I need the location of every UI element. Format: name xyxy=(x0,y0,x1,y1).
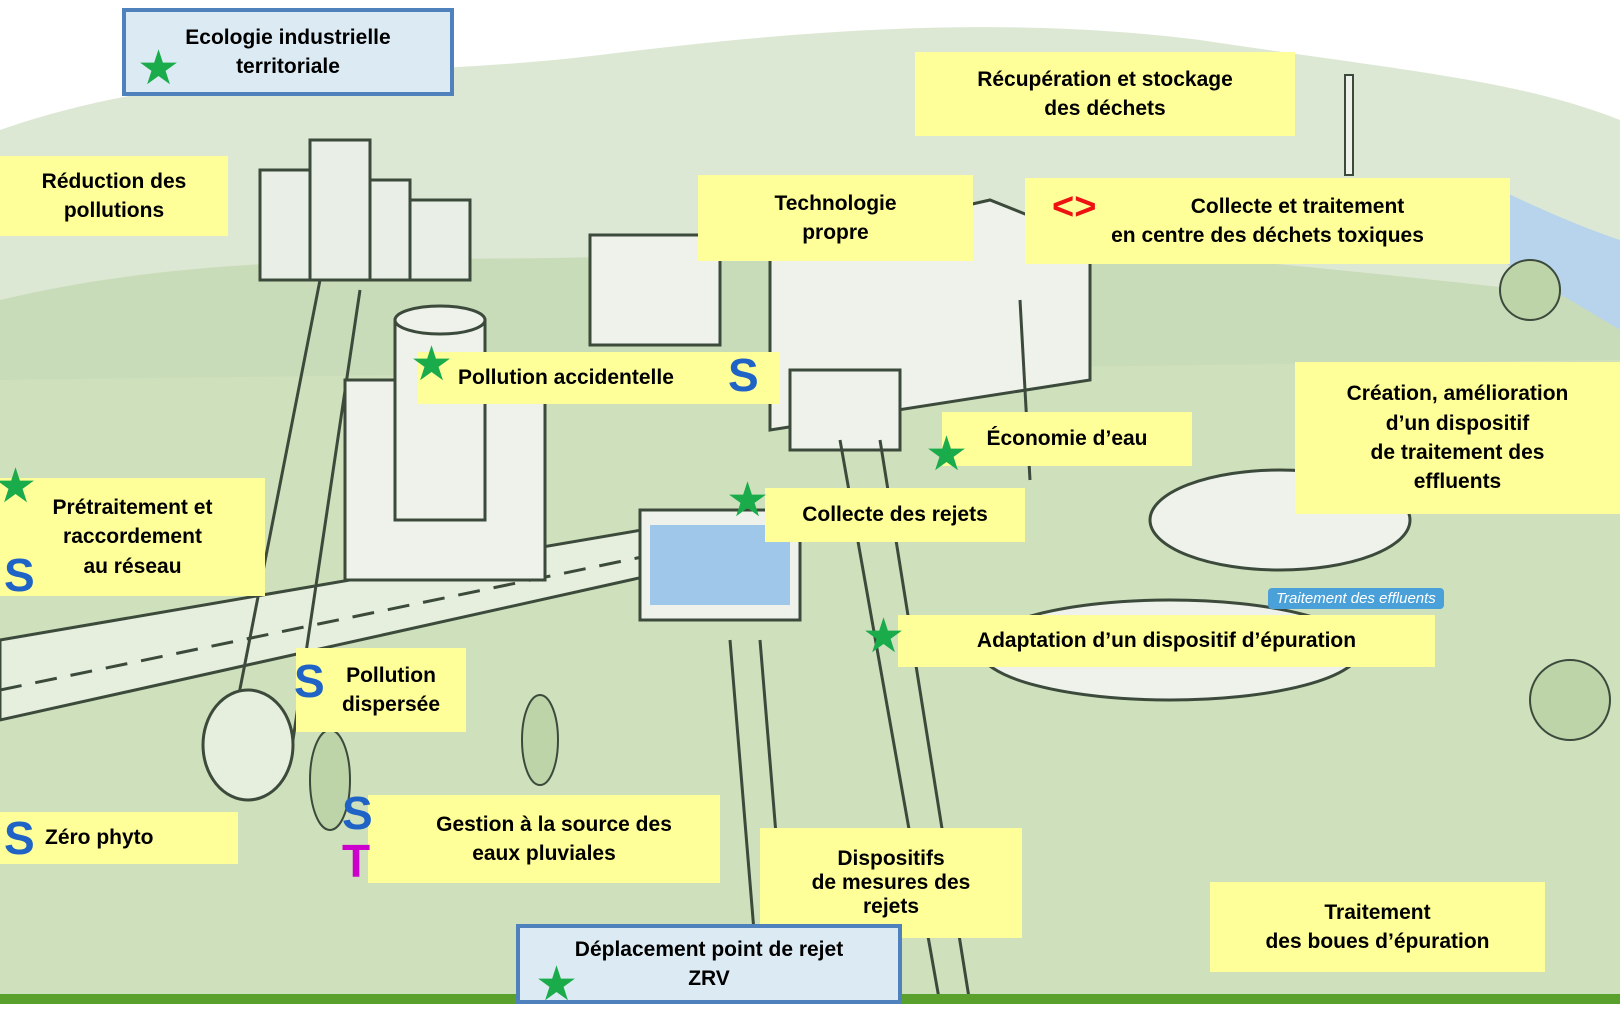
t-marker-icon: T xyxy=(342,835,371,887)
label-deplacement-point-rejet: Déplacement point de rejet ZRV xyxy=(516,924,902,1004)
s-marker-icon: S xyxy=(728,349,759,401)
label-text: en centre des déchets toxiques xyxy=(1111,224,1424,247)
s-marker-icon: S xyxy=(4,812,35,864)
label-text: raccordement xyxy=(63,525,202,549)
label-text: Ecologie industrielle xyxy=(185,25,391,49)
label-text: de mesures des xyxy=(811,870,971,894)
label-text: ZRV xyxy=(688,967,730,990)
s-marker-icon: S xyxy=(4,549,35,601)
label-text: Traitement xyxy=(1324,900,1431,924)
label-pretraitement-raccordement: Prétraitement et raccordement au réseau xyxy=(0,478,265,596)
label-text: des boues d’épuration xyxy=(1265,930,1490,953)
label-text: au réseau xyxy=(83,554,182,578)
label-recuperation-stockage: Récupération et stockage des déchets xyxy=(915,52,1295,136)
diamond-marker-icon: <> xyxy=(1052,186,1097,228)
s-marker-icon: S xyxy=(294,655,325,707)
label-reduction-pollutions: Réduction des pollutions xyxy=(0,156,228,236)
label-text: Réduction des xyxy=(41,169,187,193)
label-text: Collecte et traitement xyxy=(1190,194,1405,218)
label-collecte-dechets-toxiques: Collecte et traitement en centre des déc… xyxy=(1025,178,1510,264)
star-icon: ★ xyxy=(535,956,579,1012)
star-icon: ★ xyxy=(0,458,38,514)
label-text: Pollution xyxy=(346,663,436,687)
label-traitement-boues: Traitement des boues d’épuration xyxy=(1210,882,1545,972)
star-icon: ★ xyxy=(862,608,906,664)
label-text: rejets xyxy=(862,895,920,919)
label-text: Collecte des rejets xyxy=(802,503,988,527)
label-text: pollutions xyxy=(63,199,165,222)
label-zero-phyto: Zéro phyto xyxy=(0,812,238,864)
label-ecologie-industrielle: Ecologie industrielle territoriale xyxy=(122,8,454,96)
label-text: propre xyxy=(802,221,869,244)
label-creation-dispositif-effluents: Création, amélioration d’un dispositif d… xyxy=(1295,362,1620,514)
label-gestion-source-eaux-pluviales: Gestion à la source des eaux pluviales xyxy=(368,795,720,883)
label-text: Technologie xyxy=(774,191,897,215)
label-text: eaux pluviales xyxy=(472,842,616,865)
star-icon: ★ xyxy=(726,472,770,528)
label-text: d’un dispositif xyxy=(1385,411,1530,435)
label-pollution-dispersee: Pollution dispersée xyxy=(296,648,466,732)
label-text: Zéro phyto xyxy=(45,826,154,850)
s-marker-icon: S xyxy=(342,787,373,839)
label-collecte-rejets: Collecte des rejets xyxy=(765,488,1025,542)
star-icon: ★ xyxy=(137,40,181,96)
label-text: territoriale xyxy=(236,55,340,78)
label-text: Déplacement point de rejet xyxy=(574,937,844,961)
star-icon: ★ xyxy=(410,336,454,392)
label-text: des déchets xyxy=(1044,97,1166,120)
label-pollution-accidentelle: Pollution accidentelle xyxy=(418,352,780,404)
label-text: Adaptation d’un dispositif d’épuration xyxy=(976,629,1357,653)
label-adaptation-dispositif-epuration: Adaptation d’un dispositif d’épuration xyxy=(898,615,1435,667)
star-icon: ★ xyxy=(925,426,969,482)
label-text: Gestion à la source des xyxy=(436,812,672,836)
label-text: dispersée xyxy=(341,693,441,716)
label-text: Dispositifs xyxy=(837,846,945,870)
label-dispositifs-mesures-rejets: Dispositifs de mesures des rejets xyxy=(760,828,1022,938)
label-economie-eau: Économie d’eau xyxy=(942,412,1192,466)
label-technologie-propre: Technologie propre xyxy=(698,175,973,261)
label-text: Économie d’eau xyxy=(986,427,1148,451)
label-text: Pollution accidentelle xyxy=(458,366,674,390)
scene-caption-traitement-effluents: Traitement des effluents xyxy=(1268,588,1444,609)
label-text: effluents xyxy=(1413,470,1502,494)
label-text: Prétraitement et xyxy=(52,495,213,519)
label-text: Création, amélioration xyxy=(1346,382,1569,406)
label-text: Récupération et stockage xyxy=(977,67,1233,91)
label-text: de traitement des xyxy=(1370,441,1545,464)
